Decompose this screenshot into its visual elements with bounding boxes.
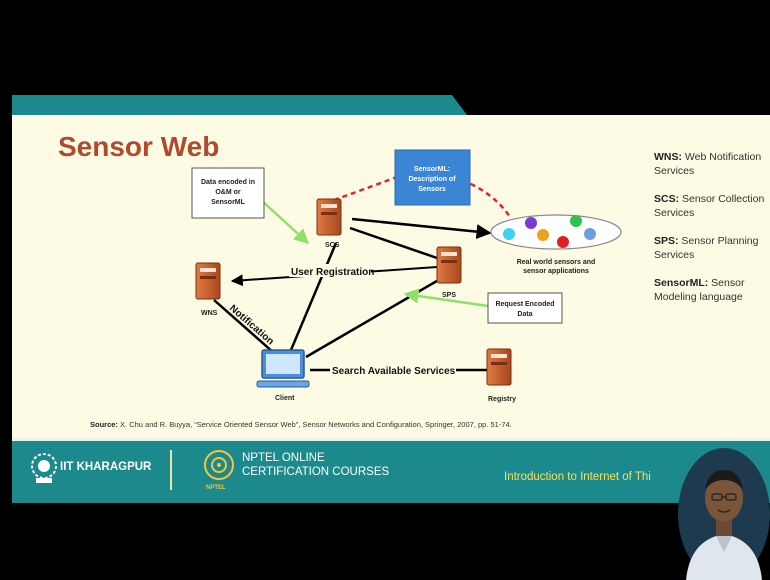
sensor-dot <box>584 228 596 240</box>
svg-text:Data encoded in: Data encoded in <box>201 179 255 186</box>
box-data-encoded: Data encoded in O&M or SensorML <box>191 167 265 219</box>
arrow-request-encoded <box>403 288 489 308</box>
slide-title: Sensor Web <box>58 131 220 162</box>
svg-text:Client: Client <box>275 395 295 402</box>
box-request-encoded: Request Encoded Data <box>487 292 563 324</box>
svg-text:SensorML:: SensorML: <box>414 166 450 173</box>
edge-notification <box>213 299 275 354</box>
svg-text:Registry: Registry <box>488 396 516 403</box>
wns-server-icon: WNS <box>195 262 221 317</box>
iit-kharagpur-logo-icon <box>31 453 57 483</box>
legend-item-sensorml: SensorML: Sensor Modeling language <box>654 277 745 303</box>
nptel-small-label: NPTEL <box>206 485 226 491</box>
svg-text:Sensors: Sensors <box>418 186 446 193</box>
institute-name: IIT KHARAGPUR <box>60 461 152 473</box>
sps-server-icon: SPS <box>436 246 462 299</box>
edge-scs-sps <box>349 226 438 260</box>
arrow-data-encoded <box>259 198 310 245</box>
top-bar <box>12 95 770 115</box>
legend-item-scs: SCS: Sensor Collection Services <box>654 193 765 219</box>
edge-scs-client <box>289 242 338 351</box>
dash-sensorml-sensors <box>453 175 512 218</box>
sensors-cluster: Real world sensors and sensor applicatio… <box>490 214 622 275</box>
footer-bar: IIT KHARAGPUR NPTEL NPTEL ONLINE CERTIFI… <box>12 438 770 503</box>
presenter-video-icon <box>678 448 770 580</box>
scs-server-icon: SCS <box>316 198 342 249</box>
sensor-dot <box>503 228 515 240</box>
box-sensorml-description: SensorML: Description of Sensors <box>394 149 471 206</box>
dash-scs-sensorml <box>333 175 398 202</box>
top-bar-accent <box>12 95 467 115</box>
registry-server-icon: Registry <box>486 348 516 403</box>
client-computer-icon: Client <box>256 349 310 402</box>
legend-item-sps: SPS: Sensor Planning Services <box>654 235 759 261</box>
svg-text:SensorML: SensorML <box>211 199 246 206</box>
svg-text:Request Encoded: Request Encoded <box>495 301 554 308</box>
legend: WNS: Web Notification Services SCS: Sens… <box>654 150 766 318</box>
svg-text:Data: Data <box>517 311 532 318</box>
source-citation: Source: X. Chu and R. Buyya, “Service Or… <box>90 420 512 429</box>
course-title: Introduction to Internet of Thi <box>504 471 651 483</box>
svg-text:WNS: WNS <box>201 310 218 317</box>
edge-sps-client <box>305 276 443 359</box>
sensor-dot <box>537 229 549 241</box>
sensor-web-diagram: Data encoded in O&M or SensorML SensorML… <box>191 149 622 403</box>
svg-text:SPS: SPS <box>442 292 456 299</box>
edge-scs-sensors <box>351 217 492 240</box>
sensor-dot <box>570 215 582 227</box>
label-notification: Notification <box>227 303 276 347</box>
svg-text:O&M or: O&M or <box>215 189 241 196</box>
svg-text:Real world sensors and: Real world sensors and <box>517 259 596 266</box>
slide: Sensor Web Data enco <box>12 95 770 503</box>
svg-text:SCS: SCS <box>325 242 340 249</box>
nptel-line-2: CERTIFICATION COURSES <box>242 466 390 478</box>
footer-divider <box>170 450 172 490</box>
label-user-registration: User Registration <box>291 267 374 278</box>
legend-item-wns: WNS: Web Notification Services <box>654 151 762 177</box>
nptel-logo-icon <box>204 450 234 480</box>
svg-text:sensor applications: sensor applications <box>523 268 589 275</box>
footer-divider-line <box>12 438 770 441</box>
sensor-dot <box>525 217 537 229</box>
svg-text:Description of: Description of <box>408 176 456 183</box>
sensor-dot <box>557 236 569 248</box>
nptel-line-1: NPTEL ONLINE <box>242 452 325 464</box>
label-search-services: Search Available Services <box>332 366 456 377</box>
